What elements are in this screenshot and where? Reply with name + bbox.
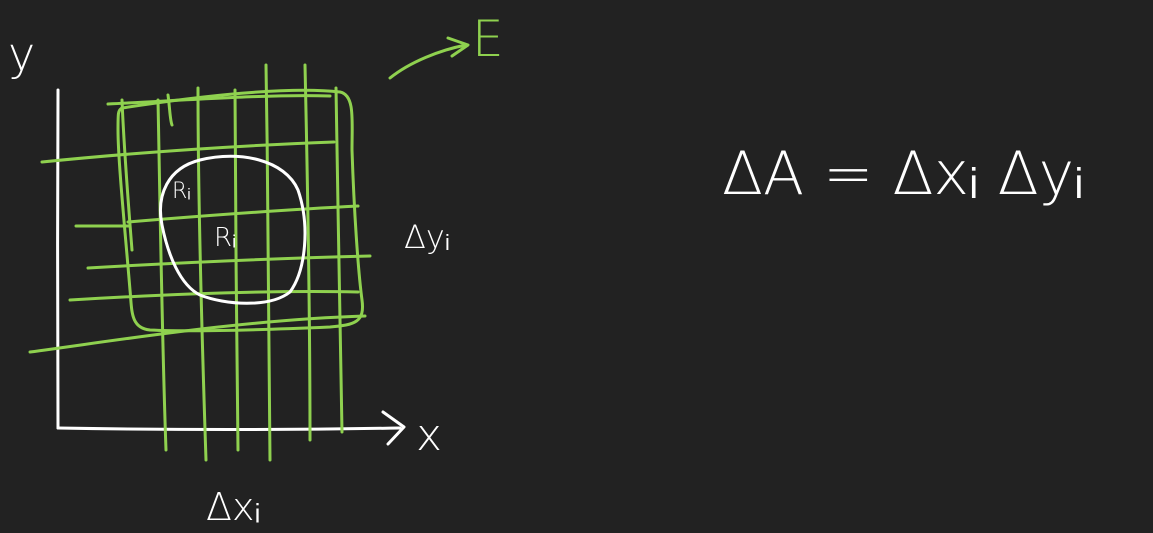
region-e-pointer-arrowhead xyxy=(446,36,470,58)
grid-vertical-line xyxy=(166,93,174,127)
x-axis-arrowhead xyxy=(381,410,406,446)
region-e-pointer-arrow xyxy=(388,43,468,80)
grid-horizontal-line xyxy=(86,254,372,270)
delta-y-label: Δyᵢ xyxy=(404,218,450,256)
x-axis xyxy=(56,426,402,431)
grid-horizontal-line xyxy=(106,94,332,106)
grid-vertical-line xyxy=(120,98,134,252)
inner-region-boundary xyxy=(159,154,307,305)
grid-horizontal-line xyxy=(68,289,360,302)
grid-vertical-line xyxy=(334,86,344,434)
grid-vertical-line xyxy=(264,63,272,462)
grid-vertical-line xyxy=(196,86,208,462)
inner-cell-label: Rᵢ xyxy=(214,223,236,253)
grid-vertical-line xyxy=(233,88,240,452)
region-e-boundary xyxy=(116,88,365,333)
area-formula: ΔA = Δxᵢ Δyᵢ xyxy=(722,139,1084,209)
y-axis-label: y xyxy=(8,27,35,81)
region-e-label: E xyxy=(472,10,504,68)
grid-horizontal-line xyxy=(28,314,367,354)
partial-cell-label: Rᵢ xyxy=(172,179,191,204)
x-axis-label: x xyxy=(416,410,442,461)
grid-vertical-line xyxy=(303,63,312,442)
grid-vertical-line xyxy=(156,98,168,452)
grid-horizontal-line xyxy=(126,204,360,224)
grid-horizontal-line xyxy=(40,140,336,164)
delta-x-label: Δxᵢ xyxy=(206,485,260,529)
